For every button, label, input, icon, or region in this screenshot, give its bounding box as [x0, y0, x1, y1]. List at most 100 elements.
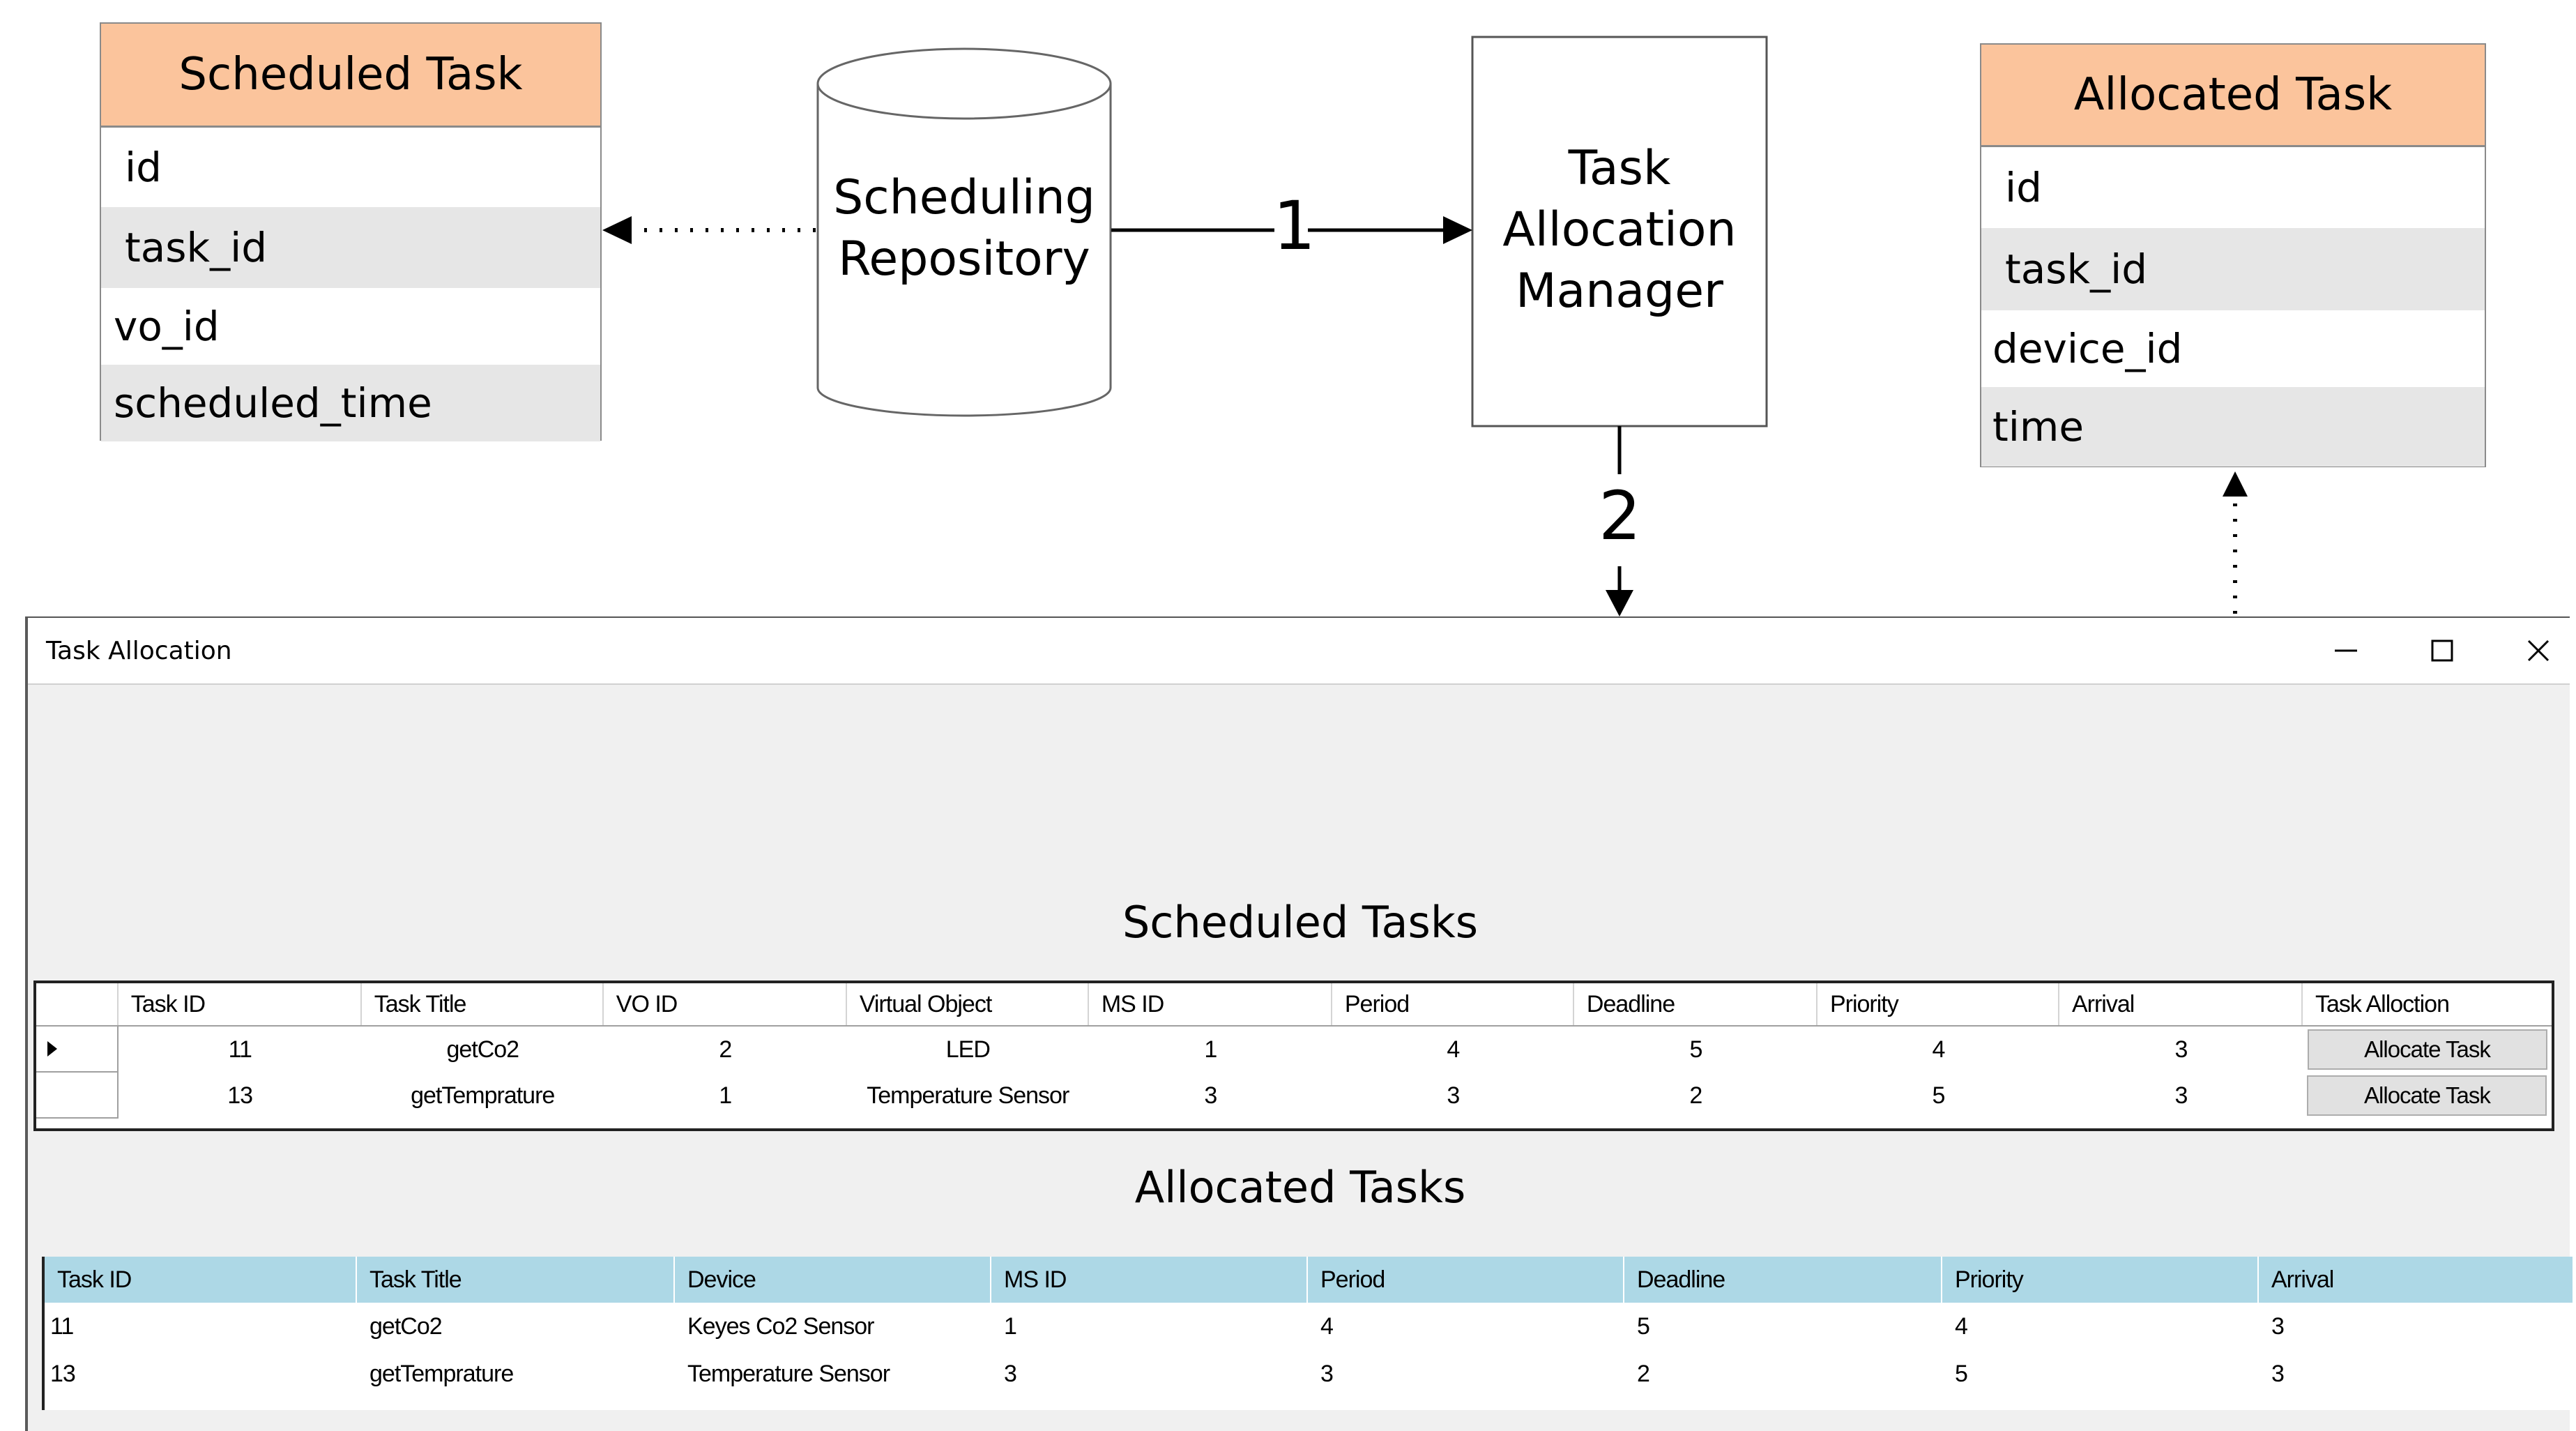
- cell-priority[interactable]: 5: [1932, 1082, 1945, 1109]
- entity-field-id: id: [125, 144, 162, 191]
- cell-task-id[interactable]: 11: [50, 1312, 74, 1340]
- grid-header-row: Task ID Task Title Device MS ID Period D…: [45, 1257, 2573, 1303]
- row-header-corner: [36, 983, 119, 1025]
- cell-deadline[interactable]: 2: [1637, 1360, 1650, 1387]
- entity-field-time: time: [1981, 387, 2485, 467]
- column-header[interactable]: MS ID: [991, 1257, 1308, 1303]
- row-selector[interactable]: [36, 1027, 119, 1073]
- cell-task-title[interactable]: getCo2: [369, 1312, 443, 1340]
- cell-device[interactable]: Temperature Sensor: [687, 1360, 890, 1387]
- cell-arrival[interactable]: 3: [2271, 1360, 2285, 1387]
- allocate-task-button[interactable]: Allocate Task: [2307, 1029, 2547, 1070]
- column-header[interactable]: Period: [1308, 1257, 1624, 1303]
- cell-priority[interactable]: 4: [1955, 1312, 1968, 1340]
- column-header[interactable]: Arrival: [2059, 983, 2303, 1025]
- cell-period[interactable]: 4: [1447, 1036, 1460, 1063]
- window-title: Task Allocation: [46, 636, 232, 665]
- maximize-icon: [2431, 639, 2453, 662]
- entity-field-id: id: [2005, 164, 2042, 211]
- entity-field-task-id: task_id: [101, 207, 600, 288]
- current-row-arrow-icon: [47, 1041, 57, 1057]
- scheduling-repository-label: Scheduling Repository: [833, 170, 1095, 287]
- cell-deadline[interactable]: 2: [1689, 1082, 1702, 1109]
- column-header[interactable]: Priority: [1942, 1257, 2259, 1303]
- cell-priority[interactable]: 4: [1932, 1036, 1945, 1063]
- arrow-step-1: [1111, 216, 1472, 244]
- task-allocation-manager-box: [1471, 36, 1768, 427]
- minimize-icon: [2335, 649, 2357, 652]
- column-header[interactable]: Task Title: [357, 1257, 675, 1303]
- entity-field-vo-id: vo_id: [114, 303, 220, 350]
- row-selector[interactable]: [36, 1073, 119, 1119]
- cell-period[interactable]: 3: [1447, 1082, 1460, 1109]
- arrow-step-2: [1606, 426, 1633, 616]
- table-row[interactable]: 11 getCo2 Keyes Co2 Sensor 1 4 5 4 3: [45, 1303, 2573, 1350]
- step-2-label: 2: [1599, 477, 1642, 555]
- column-header[interactable]: Priority: [1817, 983, 2059, 1025]
- cell-virtual-object[interactable]: LED: [945, 1036, 991, 1063]
- table-row[interactable]: 13 getTemprature Temperature Sensor 3 3 …: [45, 1350, 2573, 1398]
- table-row[interactable]: 13 getTemprature 1 Temperature Sensor 3 …: [36, 1073, 2552, 1119]
- task-allocation-window: Task Allocation Scheduled Tasks Task ID …: [25, 616, 2573, 1431]
- entity-title: Allocated Task: [1981, 45, 2485, 147]
- column-header[interactable]: Device: [675, 1257, 991, 1303]
- scheduled-tasks-heading: Scheduled Tasks: [1122, 897, 1479, 948]
- cell-arrival[interactable]: 3: [2271, 1312, 2285, 1340]
- grid-header-row: Task ID Task Title VO ID Virtual Object …: [36, 983, 2552, 1027]
- cell-task-id[interactable]: 13: [227, 1082, 253, 1109]
- column-header[interactable]: Deadline: [1624, 1257, 1942, 1303]
- close-button[interactable]: [2493, 618, 2576, 683]
- column-header[interactable]: Task Alloction: [2315, 990, 2450, 1017]
- entity-field-device-id: device_id: [1992, 325, 2183, 372]
- cell-period[interactable]: 3: [1320, 1360, 1334, 1387]
- column-header[interactable]: Arrival: [2271, 1266, 2334, 1293]
- minimize-button[interactable]: [2301, 618, 2391, 683]
- cell-ms-id[interactable]: 1: [1204, 1036, 1217, 1063]
- cell-task-allocation: Allocate Task: [2303, 1073, 2552, 1119]
- cell-task-title[interactable]: getTemprature: [369, 1360, 514, 1387]
- cell-task-id[interactable]: 13: [50, 1360, 76, 1387]
- column-header[interactable]: Deadline: [1574, 983, 1817, 1025]
- column-header[interactable]: Task ID: [119, 983, 362, 1025]
- window-titlebar: Task Allocation: [28, 618, 2570, 685]
- cell-device[interactable]: Keyes Co2 Sensor: [687, 1312, 875, 1340]
- column-header[interactable]: MS ID: [1089, 983, 1332, 1025]
- maximize-button[interactable]: [2397, 618, 2487, 683]
- cell-task-title[interactable]: getTemprature: [411, 1082, 555, 1109]
- cell-deadline[interactable]: 5: [1689, 1036, 1702, 1063]
- cell-virtual-object[interactable]: Temperature Sensor: [867, 1082, 1069, 1109]
- column-header[interactable]: VO ID: [604, 983, 847, 1025]
- cell-ms-id[interactable]: 3: [1004, 1360, 1017, 1387]
- column-header[interactable]: Task Title: [362, 983, 604, 1025]
- scheduling-repository-cylinder: [816, 47, 1112, 417]
- cell-task-title[interactable]: getCo2: [446, 1036, 519, 1063]
- entity-title: Scheduled Task: [101, 24, 600, 128]
- diagram-connectors: [602, 36, 2248, 616]
- cell-ms-id[interactable]: 3: [1204, 1082, 1217, 1109]
- column-header[interactable]: Virtual Object: [847, 983, 1089, 1025]
- scheduled-task-entity: Scheduled Task id task_id vo_id schedule…: [100, 22, 602, 441]
- cell-task-allocation: Allocate Task: [2303, 1027, 2552, 1073]
- task-allocation-manager-label: Task Allocation Manager: [1502, 141, 1737, 319]
- column-header[interactable]: Period: [1332, 983, 1574, 1025]
- cell-ms-id[interactable]: 1: [1004, 1312, 1017, 1340]
- cell-period[interactable]: 4: [1320, 1312, 1334, 1340]
- allocated-tasks-grid: Task ID Task Title Device MS ID Period D…: [42, 1257, 2573, 1410]
- allocated-tasks-heading: Allocated Tasks: [1134, 1162, 1466, 1213]
- table-row[interactable]: 11 getCo2 2 LED 1 4 5 4 3 Allocate Task: [36, 1027, 2552, 1073]
- step-1-label: 1: [1273, 187, 1316, 265]
- cell-task-id[interactable]: 11: [228, 1036, 252, 1063]
- allocated-task-entity: Allocated Task id task_id device_id time: [1980, 43, 2486, 467]
- dotted-arrow-to-allocated-task: [2223, 471, 2248, 614]
- cell-arrival[interactable]: 3: [2174, 1036, 2188, 1063]
- dotted-arrow-to-scheduled-task: [602, 216, 816, 244]
- column-header[interactable]: Task ID: [45, 1257, 357, 1303]
- entity-field-scheduled-time: scheduled_time: [101, 365, 600, 441]
- cell-priority[interactable]: 5: [1955, 1360, 1968, 1387]
- allocate-task-button[interactable]: Allocate Task: [2307, 1075, 2547, 1116]
- cell-deadline[interactable]: 5: [1637, 1312, 1650, 1340]
- cell-vo-id[interactable]: 2: [719, 1036, 732, 1063]
- cell-vo-id[interactable]: 1: [719, 1082, 732, 1109]
- entity-field-task-id: task_id: [1981, 228, 2485, 310]
- cell-arrival[interactable]: 3: [2174, 1082, 2188, 1109]
